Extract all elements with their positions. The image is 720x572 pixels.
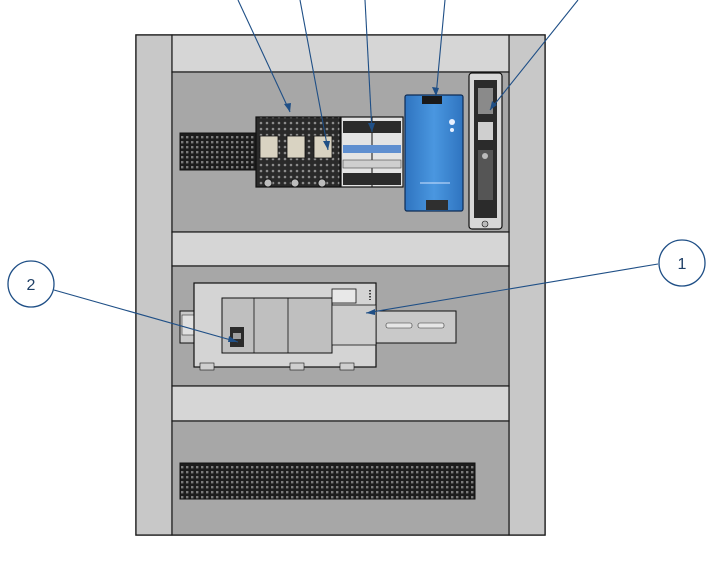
leader-psu [435, 0, 446, 97]
leader-terminal-block [237, 0, 291, 113]
leader-servo [489, 0, 579, 111]
leader-breaker [364, 0, 373, 133]
upper-vent-grille [179, 132, 261, 171]
callout-label-2: 2 [27, 277, 36, 294]
plc-controller [193, 282, 377, 371]
left-rail [135, 34, 173, 536]
leader-callout-2 [53, 289, 239, 343]
lower-vent-grille [179, 462, 476, 500]
callout-label-1: 1 [678, 256, 687, 273]
right-rail [508, 34, 546, 536]
callout-balloon-2: 2 [7, 260, 55, 308]
power-supply [404, 94, 464, 212]
leader-arrowheads [228, 87, 497, 342]
leader-lines [53, 0, 659, 343]
leader-callout-1 [365, 263, 659, 314]
leader-relay [299, 0, 329, 151]
callout-balloon-1: 1 [658, 239, 706, 287]
relay-terminal-block [255, 116, 341, 188]
servo-drive [468, 72, 503, 230]
